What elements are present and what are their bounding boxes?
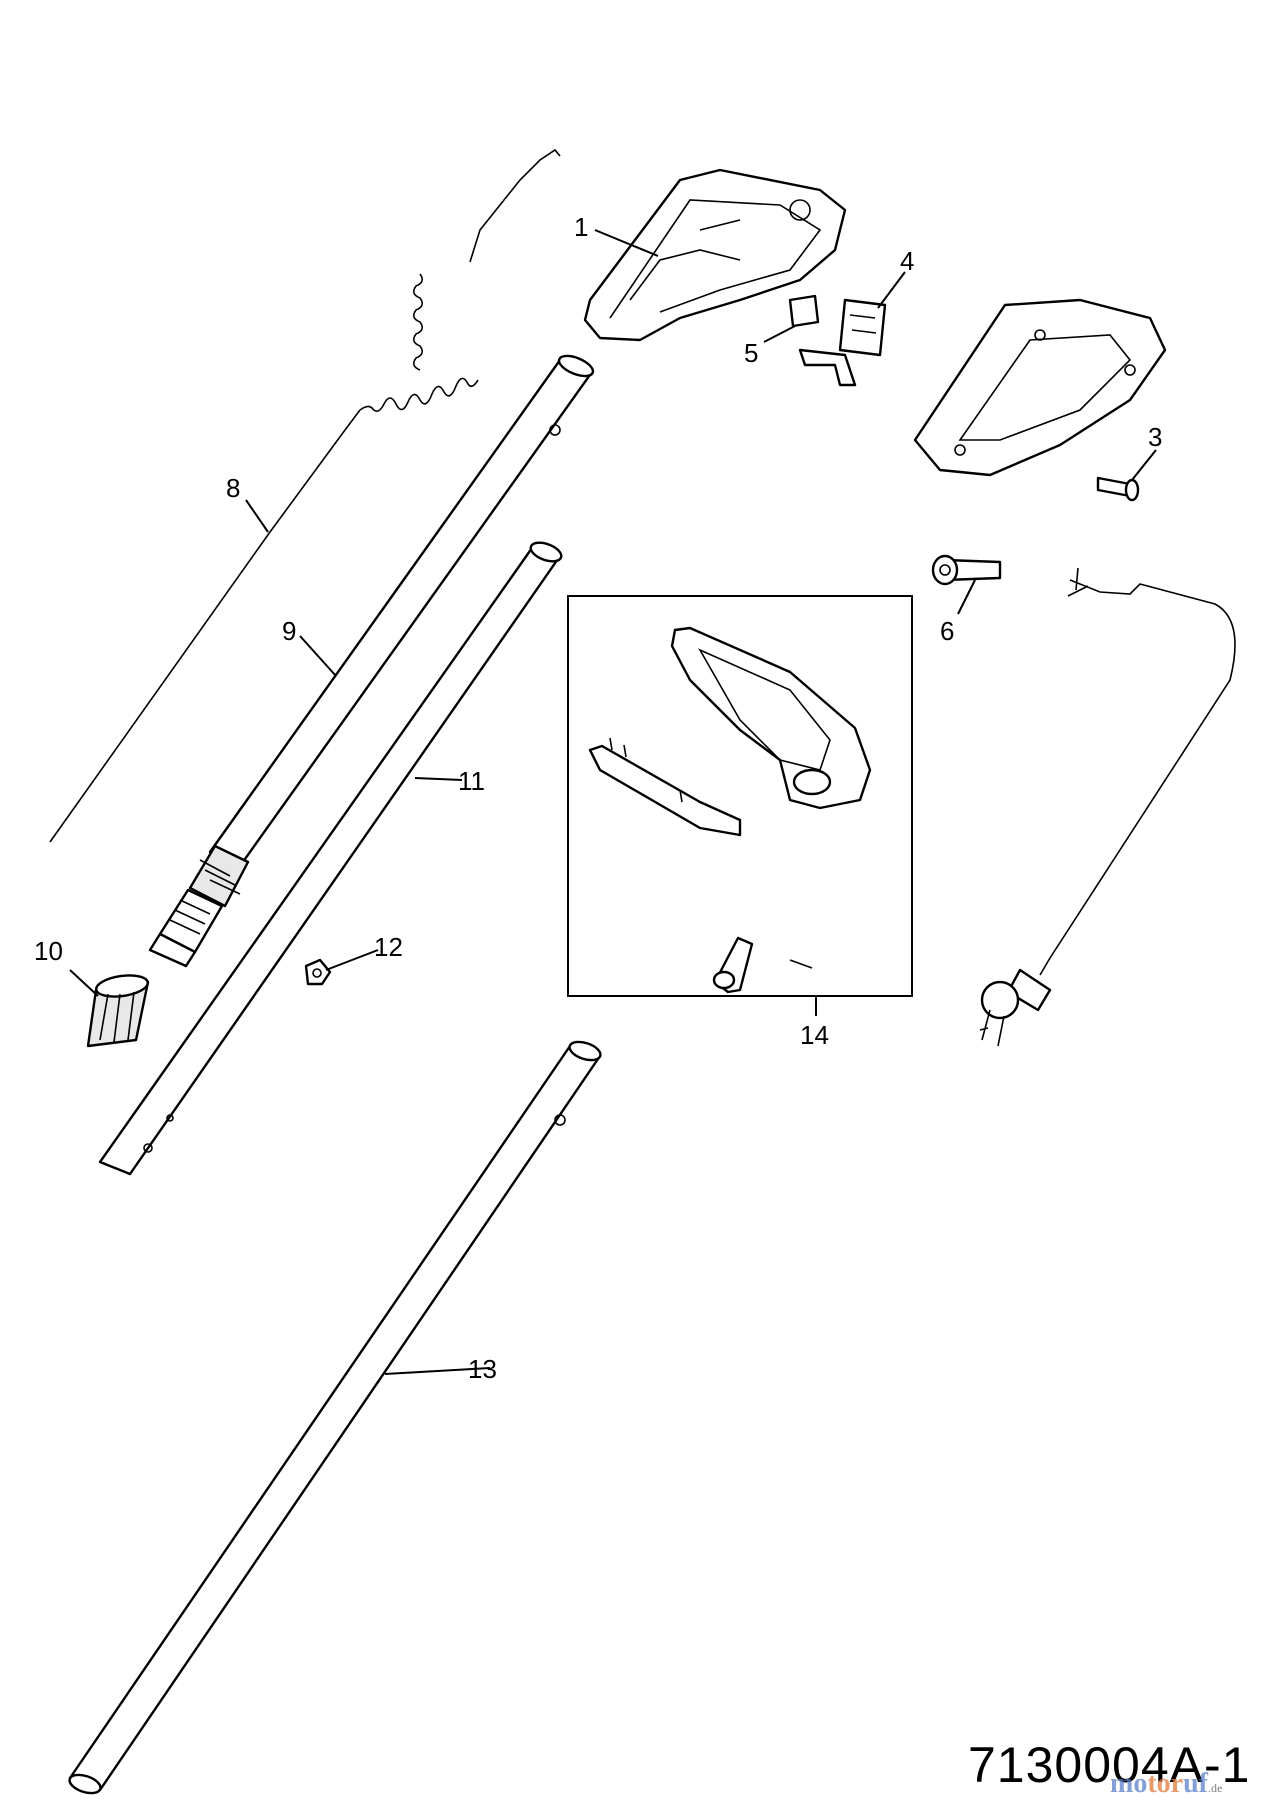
handle-half <box>913 298 1167 477</box>
drawing-number: 7130004A-1 <box>968 1737 1251 1793</box>
callout-labels: 1 3 4 5 6 8 9 10 11 12 13 14 <box>34 212 1162 1384</box>
watermark-part3: uf <box>1183 1768 1208 1799</box>
part-5-block <box>788 294 820 328</box>
leader-lines <box>69 229 1157 1375</box>
watermark-logo: motoruf.de <box>1110 1768 1222 1800</box>
part-1-housing <box>583 168 847 342</box>
callout-6: 6 <box>940 616 954 646</box>
part-9-upper-tube <box>148 354 595 968</box>
callout-1: 1 <box>574 212 588 242</box>
part-6-pin <box>931 554 1002 586</box>
callout-12: 12 <box>374 932 403 962</box>
part-11-middle-tube <box>98 541 563 1176</box>
part-10-knob <box>86 974 150 1048</box>
callout-13: 13 <box>468 1354 497 1384</box>
callout-11: 11 <box>458 766 485 796</box>
callout-9: 9 <box>282 616 296 646</box>
part-14-kit-box <box>567 595 913 997</box>
part-12-nut <box>304 958 332 986</box>
watermark-part1: mo <box>1110 1768 1148 1799</box>
part-13-lower-tube <box>68 1040 602 1795</box>
callout-8: 8 <box>226 473 240 503</box>
part-8-wire <box>49 148 561 843</box>
part-3-screw <box>1096 476 1140 502</box>
callout-10: 10 <box>34 936 63 966</box>
callout-5: 5 <box>744 338 758 368</box>
power-cord <box>979 567 1236 1047</box>
callout-4: 4 <box>900 246 914 276</box>
callout-3: 3 <box>1148 422 1162 452</box>
watermark-tld: .de <box>1208 1781 1223 1795</box>
part-4-switch <box>798 298 887 387</box>
callout-14: 14 <box>800 1020 829 1050</box>
watermark-part2: tor <box>1147 1768 1184 1799</box>
